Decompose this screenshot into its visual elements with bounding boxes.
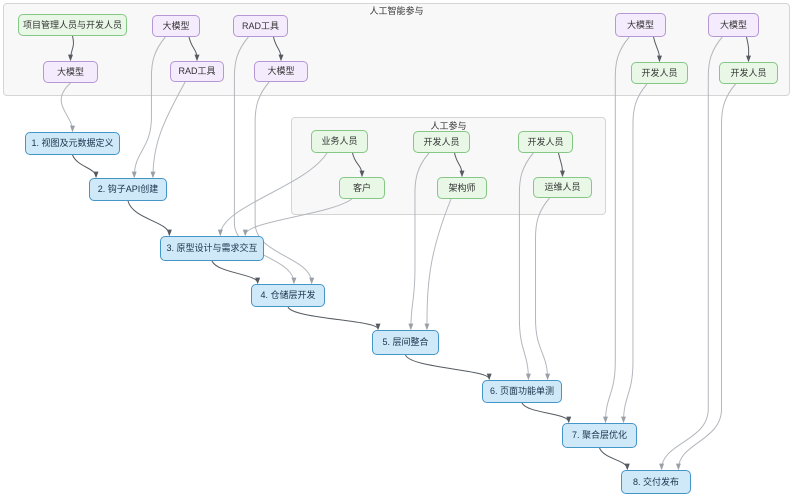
node-developer-4: 开发人员 [518,131,573,153]
step-6-page-function-unit-test: 6. 页面功能单测 [482,380,562,403]
node-customer: 客户 [339,177,385,199]
node-llm-2: 大模型 [152,15,200,37]
node-project-managers-and-developers: 项目管理人员与开发人员 [18,14,127,36]
node-llm-1: 大模型 [43,61,98,83]
group-ai-participation-label: 人工智能参与 [369,6,424,16]
node-business-staff: 业务人员 [311,130,368,153]
node-ops-staff: 运维人员 [533,177,592,198]
node-rad-tool-1: RAD工具 [170,61,224,82]
node-llm-3: 大模型 [254,61,308,82]
step-8-delivery-release: 8. 交付发布 [621,470,691,494]
node-architect: 架构师 [437,177,487,199]
step-1-view-and-metadata-definition: 1. 视图及元数据定义 [25,132,120,155]
group-human-participation-label: 人工参与 [430,121,467,131]
step-3-prototype-design-and-requirements-interaction: 3. 原型设计与需求交互 [160,236,264,261]
step-4-repository-layer-development: 4. 仓储层开发 [251,284,325,307]
node-llm-4: 大模型 [615,13,666,37]
step-2-hook-api-creation: 2. 钩子API创建 [89,178,167,201]
node-developer-1: 开发人员 [631,62,688,84]
step-7-aggregation-layer-optimization: 7. 聚合层优化 [562,423,637,448]
node-developer-3: 开发人员 [413,131,470,153]
node-developer-2: 开发人员 [719,62,778,84]
node-llm-5: 大模型 [708,13,759,37]
node-rad-tool-2: RAD工具 [233,15,288,37]
step-5-inter-layer-integration: 5. 层间整合 [372,330,439,355]
